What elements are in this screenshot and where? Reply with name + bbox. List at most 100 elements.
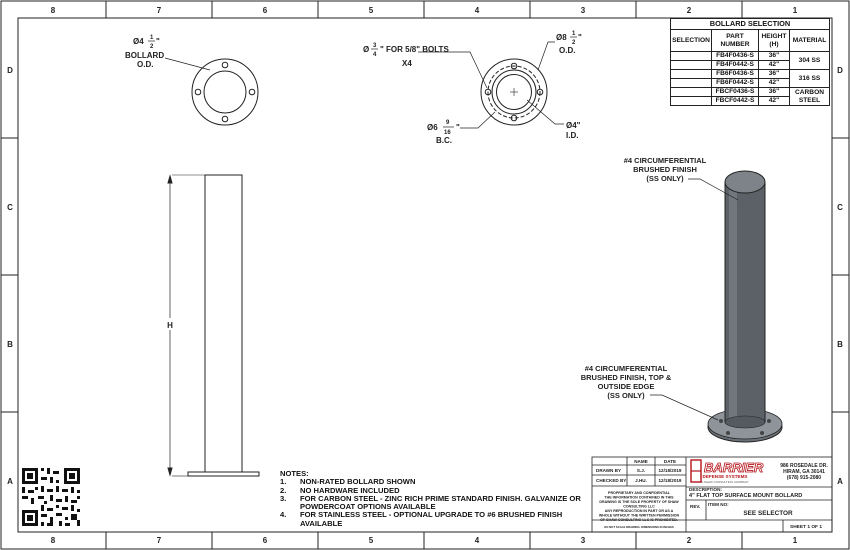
row-label-left: A [7,477,13,486]
selection-cell [670,60,712,70]
address-line-3: (678) 915-2080 [787,475,821,481]
note-item: 4. FOR STAINLESS STEEL - OPTIONAL UPGRADE… [280,511,600,528]
selection-cell [670,96,712,106]
tb-proprietary-4: CONSULTING LLC [623,505,655,509]
col-label-top: 5 [369,6,374,15]
notes-block: NOTES: 1. NON-RATED BOLLARD SHOWN 2.NO HA… [280,469,600,528]
col-label-top: 2 [687,6,692,15]
col-label-bottom: 8 [51,536,56,545]
tb-checked-date: 12/18/2019 [659,478,682,483]
col-label-top: 4 [475,6,480,15]
address-line-2: HIRAM, GA 30141 [783,469,825,475]
table-row: FB4F0436-S 36" 304 SS [670,51,830,70]
part-cell: FBCF0436-S [711,87,759,97]
base-plate-top-view [191,58,259,126]
header-selection: SELECTION [670,29,712,52]
tb-checked-label: CHECKED BY [596,478,626,483]
tb-col-date: DATE [664,459,676,464]
iso-callout-bottom-4: (SS ONLY) [607,391,645,400]
title-block [591,456,833,533]
header-part-line2: NUMBER [720,40,750,48]
tb-drawn-label: DRAWN BY [596,468,621,473]
item-no-label: ITEM NO: [708,502,729,507]
note-text: NON-RATED BOLLARD SHOWN [300,477,416,487]
row-label-right: C [837,203,843,212]
id-dim: Ø4" [566,121,581,130]
col-label-top: 1 [793,6,798,15]
notes-title: NOTES: [280,469,309,478]
qr-code [22,468,80,526]
col-label-top: 3 [581,6,586,15]
material-carbon-line1: CARBON [795,88,824,96]
od-dim-frac-num: 1 [150,35,154,41]
tb-proprietary-5: ANY REPRODUCTION IN PART OR AS A [605,509,674,513]
selection-cell [670,78,712,88]
col-label-top: 8 [51,6,56,15]
tb-fine-print: DO NOT SCALE DRAWING. DIMENSIONS IN INCH… [604,525,674,529]
col-label-top: 7 [157,6,162,15]
description-value: 4" FLAT TOP SURFACE MOUNT BOLLARD [689,493,802,499]
note-number: 2. [280,485,287,495]
od-dim-frac-den: 2 [150,44,154,50]
bolt-dim-frac-den: 4 [373,52,377,58]
col-label-bottom: 4 [475,536,480,545]
iso-leaders [650,178,739,421]
col-label-bottom: 2 [687,536,692,545]
sheet-number: SHEET 1 OF 1 [790,524,822,530]
selection-cell [670,87,712,97]
material-304: 304 SS [789,51,830,70]
part-cell: FB4F0442-S [711,60,759,70]
iso-callout-top-3: (SS ONLY) [646,174,684,183]
od-dim-suffix: " [156,37,160,46]
tb-drawn-date: 12/18/2019 [659,468,682,473]
tb-proprietary-1: PROPRIETARY AND CONFIDENTIAL [608,491,671,495]
height-cell: 42" [758,96,790,106]
rev-label: REV. [690,504,700,509]
height-label-bg [164,318,176,330]
part-cell: FB6F0436-S [711,69,759,79]
od-dim-prefix: Ø4 [133,37,144,46]
part-cell: FBCF0442-S [711,96,759,106]
tb-proprietary-6: WHOLE WITHOUT THE WRITTEN PERMISSION [599,514,680,518]
company-logo: BARRIER DEFENSE SYSTEMS A SHAW CONSULTIN… [690,459,764,484]
header-material: MATERIAL [789,29,830,52]
tb-checked-name: J.HU. [635,478,647,483]
item-no-value: SEE SELECTOR [743,510,793,517]
row-label-left: B [7,340,13,349]
iso-callout-top-1: #4 CIRCUMFERENTIAL [624,156,707,165]
tb-drawn-name: S.J. [637,468,645,473]
height-label: H [167,321,173,330]
bolt-dim-prefix: Ø [363,45,369,54]
note-item: 1. NON-RATED BOLLARD SHOWN [280,477,600,487]
height-cell: 36" [758,69,790,79]
col-label-bottom: 7 [157,536,162,545]
note-item: 2.NO HARDWARE INCLUDED [280,485,600,495]
bc-label: B.C. [436,136,452,145]
plate-od-suffix: " [578,33,582,42]
tb-col-name: NAME [634,459,648,464]
plate-od-frac-num: 1 [572,31,576,37]
row-label-left: C [7,203,13,212]
iso-callout-bottom-2: BRUSHED FINISH, TOP & [581,373,672,382]
logo-company-tag: A SHAW CONSULTING COMPANY [701,480,749,484]
col-label-bottom: 3 [581,536,586,545]
header-height-line2: (H) [769,40,779,48]
col-label-bottom: 6 [263,536,268,545]
bollard-top-view [480,58,548,126]
bolt-dim-frac-num: 3 [373,43,377,49]
plate-od-prefix: Ø8 [556,33,567,42]
note-number: 1. [280,477,287,487]
bc-dim-frac-num: 9 [446,120,450,126]
od-leader [164,57,211,71]
bollard-isometric-view [707,170,783,443]
iso-callout-bottom-3: OUTSIDE EDGE [598,382,655,391]
bolt-qty: X4 [402,59,412,68]
note-number: 4. [280,510,287,520]
note-text: FOR STAINLESS STEEL - OPTIONAL UPGRADE T… [300,510,563,528]
tb-proprietary-7: OF SHAW CONSULTING LLC IS PROHIBITED. [600,518,678,522]
selection-table-title: BOLLARD SELECTION [670,18,830,30]
